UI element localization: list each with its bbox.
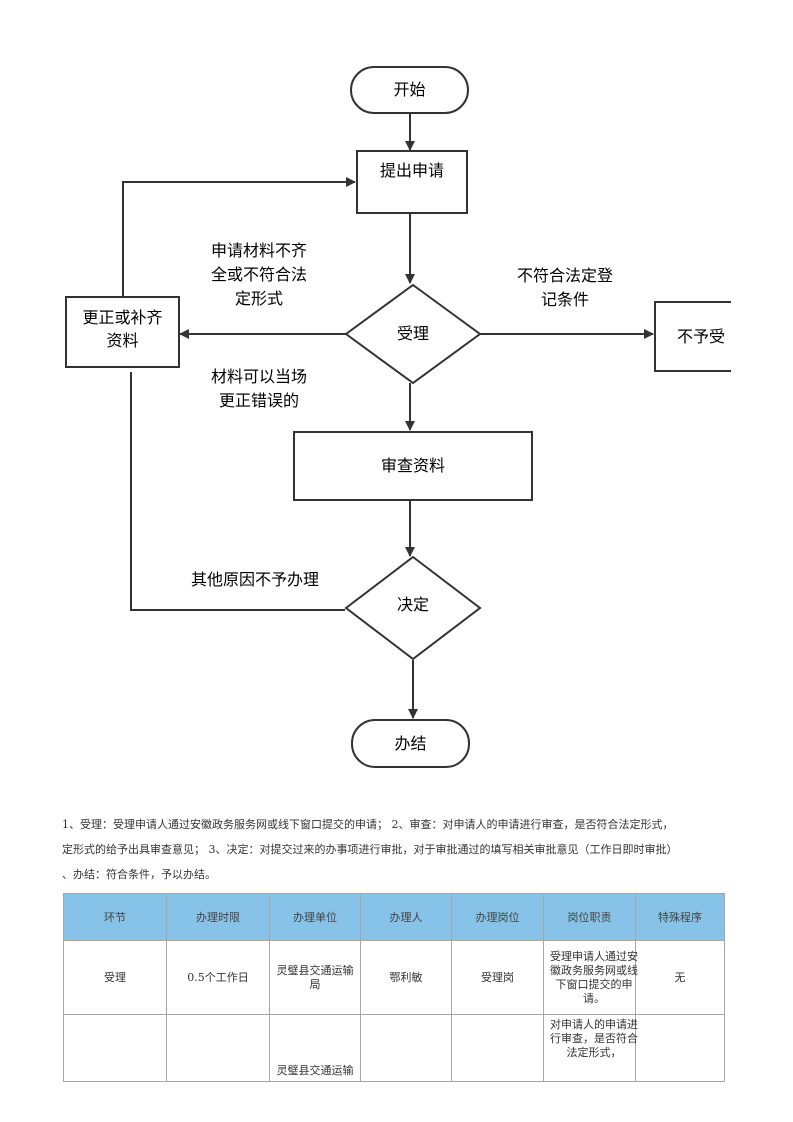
header-unit: 办理单位 (269, 893, 361, 941)
table-row: 受理 0.5个工作日 灵璧县交通运输局 鄂利敏 受理岗 受理申请人通过安徽政务服… (63, 940, 725, 1015)
header-time-limit: 办理时限 (166, 893, 270, 941)
flowchart (65, 66, 736, 768)
cell-post: 受理岗 (451, 940, 544, 1015)
label-not-comply-2: 记条件 (540, 290, 589, 309)
cell-duty: 受理申请人通过安徽政务服务网或线下窗口提交的申请。 (543, 940, 638, 1015)
cell-handler: 鄂利敏 (360, 940, 452, 1015)
start-terminal (350, 66, 469, 114)
supplement-box (65, 296, 180, 368)
accept-diamond (344, 283, 482, 385)
label-incomplete-1: 申请材料不齐 (210, 241, 307, 260)
cell-duty: 对申请人的申请进行审查，是否符合法定形式， (543, 1014, 638, 1082)
label-correct-1: 材料可以当场 (210, 367, 307, 386)
description-line-2: 定形式的给予出具审查意见； 3、决定：对提交过来的办事项进行审批，对于审批通过的… (62, 843, 678, 856)
decide-label: 决定 (396, 595, 429, 614)
reject-box (654, 301, 736, 372)
header-special: 特殊程序 (635, 893, 725, 941)
cell-stage (63, 1014, 167, 1082)
submit-box (356, 150, 468, 214)
label-not-comply-1: 不符合法定登 (516, 266, 613, 285)
reject-label: 不予受 (677, 327, 726, 346)
label-correct-2: 更正错误的 (218, 391, 299, 410)
table-header-row: 环节 办理时限 办理单位 办理人 办理岗位 岗位职责 特殊程序 (63, 893, 725, 941)
cell-stage: 受理 (63, 940, 167, 1015)
process-table: 环节 办理时限 办理单位 办理人 办理岗位 岗位职责 特殊程序 受理 0.5个工… (63, 893, 725, 1082)
description-line-3: 、办结：符合条件，予以办结。 (62, 868, 216, 881)
supplement-label-line2: 资料 (106, 331, 139, 350)
description-line-1: 1、受理：受理申请人通过安徽政务服务网或线下窗口提交的申请； 2、审查：对申请人… (62, 818, 674, 831)
cell-handler (360, 1014, 452, 1082)
label-incomplete-2: 全或不符合法 (210, 265, 307, 284)
cell-post (451, 1014, 544, 1082)
line-decide-to-supplement (130, 372, 345, 611)
header-stage: 环节 (63, 893, 167, 941)
start-label: 开始 (393, 80, 426, 99)
supplement-label-line1: 更正或补齐 (82, 308, 163, 327)
cell-special: 无 (635, 940, 725, 1015)
header-post: 办理岗位 (451, 893, 544, 941)
process-description: 1、受理：受理申请人通过安徽政务服务网或线下窗口提交的申请； 2、审查：对申请人… (62, 812, 738, 887)
duty-text: 受理申请人通过安徽政务服务网或线下窗口提交的申请。 (550, 949, 638, 1005)
decide-diamond (344, 555, 482, 661)
review-box (293, 431, 533, 501)
duty-text: 对申请人的申请进行审查，是否符合法定形式， (550, 1018, 638, 1059)
cell-time-limit: 0.5个工作日 (166, 940, 270, 1015)
header-handler: 办理人 (360, 893, 452, 941)
finish-label: 办结 (394, 734, 427, 753)
accept-label: 受理 (396, 324, 429, 343)
header-duty: 岗位职责 (543, 893, 636, 941)
arrow-supplement-to-submit (122, 177, 356, 297)
label-incomplete-3: 定形式 (234, 289, 283, 308)
cell-time-limit (166, 1014, 270, 1082)
cell-unit: 灵璧县交通运输局 (269, 940, 361, 1015)
finish-terminal (351, 719, 470, 768)
label-other: 其他原因不予办理 (191, 570, 320, 589)
cell-special (635, 1014, 725, 1082)
submit-label: 提出申请 (379, 161, 444, 180)
cell-unit: 灵璧县交通运输 (269, 1014, 361, 1082)
review-label: 审查资料 (380, 456, 445, 475)
table-row: 灵璧县交通运输 对申请人的申请进行审查，是否符合法定形式， (63, 1014, 725, 1082)
